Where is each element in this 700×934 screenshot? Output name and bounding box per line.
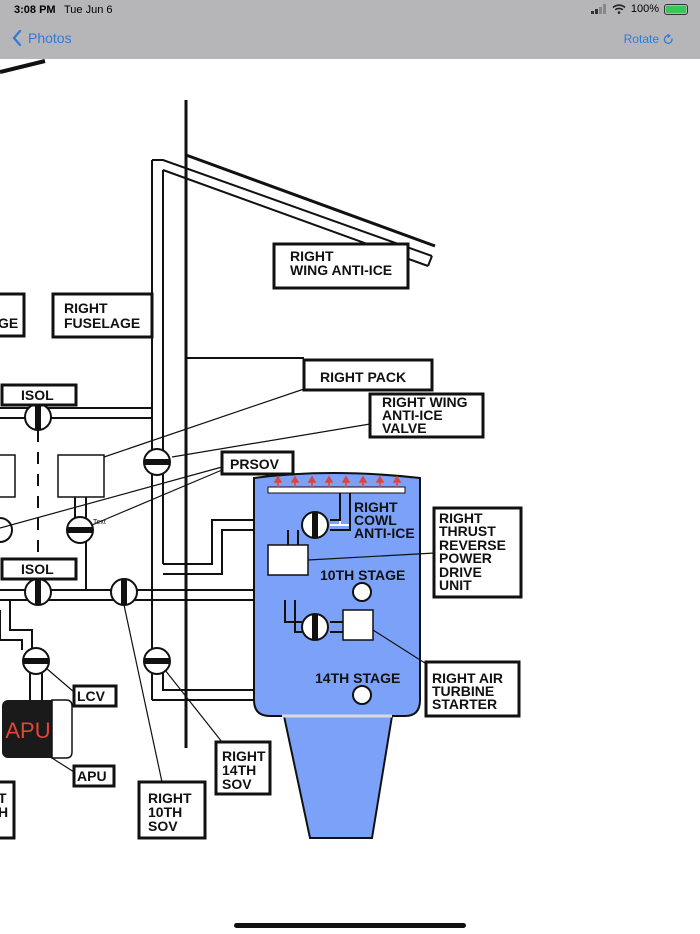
label-isol-top: ISOL bbox=[21, 387, 54, 403]
label-right-pack: RIGHT PACK bbox=[320, 369, 406, 385]
apu-unit-text: APU bbox=[5, 718, 50, 743]
battery-percent: 100% bbox=[630, 3, 659, 15]
diagram-image[interactable]: APU RIGHT WING ANTI-ICE GE RIGHT bbox=[0, 59, 700, 934]
label-isol-bottom: ISOL bbox=[21, 561, 54, 577]
rotate-icon bbox=[663, 33, 673, 44]
back-button[interactable]: Photos bbox=[12, 30, 72, 46]
label-right-wing-anti-ice-2: WING ANTI-ICE bbox=[290, 262, 392, 278]
label-right-air-1: RIGHT AIR bbox=[432, 670, 503, 686]
status-indicators: 100% bbox=[590, 3, 688, 15]
label-10th-stage: 10TH STAGE bbox=[320, 567, 405, 583]
label-right-wing-anti-ice-1: RIGHT bbox=[290, 248, 334, 264]
label-right-wing-valve-3: VALVE bbox=[382, 420, 427, 436]
label-right-fuselage-2: FUSELAGE bbox=[64, 315, 140, 331]
battery-icon bbox=[664, 3, 688, 15]
label-prsov: PRSOV bbox=[230, 456, 280, 472]
label-right-air-2: TURBINE bbox=[432, 683, 494, 699]
label-right-thrust-5: DRIVE bbox=[439, 564, 482, 580]
label-right-wing-valve-1: RIGHT WING bbox=[382, 394, 468, 410]
label-right-cowl-3: ANTI-ICE bbox=[354, 525, 415, 541]
label-apu: APU bbox=[77, 768, 107, 784]
signal-icon bbox=[590, 4, 606, 14]
label-right-14th-2: 14TH bbox=[222, 762, 256, 778]
label-14th-stage: 14TH STAGE bbox=[315, 670, 400, 686]
label-right-thrust-6: UNIT bbox=[439, 577, 472, 593]
label-right-14th-1: RIGHT bbox=[222, 748, 266, 764]
label-right-cowl-1: RIGHT bbox=[354, 499, 398, 515]
label-left-partial-2b: H bbox=[0, 804, 8, 820]
status-time: 3:08 PM bbox=[14, 4, 56, 16]
rotate-label: Rotate bbox=[623, 32, 659, 46]
label-left-partial-2a: T bbox=[0, 790, 7, 806]
back-label: Photos bbox=[28, 30, 72, 46]
label-right-10th-3: SOV bbox=[148, 818, 178, 834]
label-text-note: Text bbox=[93, 519, 106, 526]
label-right-thrust-4: POWER bbox=[439, 550, 492, 566]
label-right-14th-3: SOV bbox=[222, 776, 252, 792]
valve-symbols bbox=[0, 403, 329, 675]
label-left-partial: GE bbox=[0, 315, 18, 331]
label-lcv: LCV bbox=[77, 688, 106, 704]
home-indicator[interactable] bbox=[234, 923, 466, 928]
label-right-thrust-1: RIGHT bbox=[439, 510, 483, 526]
label-right-10th-2: 10TH bbox=[148, 804, 182, 820]
bleed-air-diagram: APU RIGHT WING ANTI-ICE GE RIGHT bbox=[0, 59, 523, 840]
label-right-air-3: STARTER bbox=[432, 696, 497, 712]
label-right-thrust-2: THRUST bbox=[439, 523, 496, 539]
rotate-button[interactable]: Rotate bbox=[624, 32, 674, 46]
status-bar: 3:08 PM Tue Jun 6 100% bbox=[0, 0, 700, 20]
label-right-wing-valve-2: ANTI-ICE bbox=[382, 407, 443, 423]
wifi-icon bbox=[612, 4, 626, 14]
label-right-fuselage-1: RIGHT bbox=[64, 300, 108, 316]
label-right-10th-1: RIGHT bbox=[148, 790, 192, 806]
label-right-cowl-2: COWL bbox=[354, 512, 397, 528]
chevron-left-icon bbox=[12, 30, 22, 46]
label-right-thrust-3: REVERSE bbox=[439, 537, 506, 553]
nav-bar: Photos Rotate bbox=[0, 20, 700, 59]
status-date: Tue Jun 6 bbox=[64, 4, 113, 16]
